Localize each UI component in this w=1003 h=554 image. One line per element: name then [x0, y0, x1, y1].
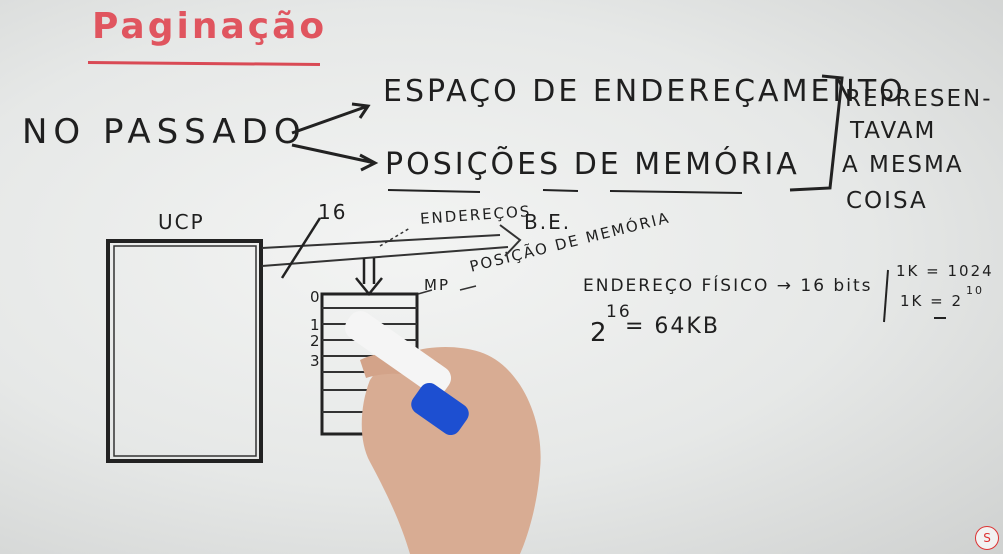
power-result: = 64KB	[625, 314, 720, 339]
text-tavam: TAVAM	[850, 118, 937, 144]
memory-index-2: 2	[310, 332, 322, 350]
power-exponent: 16	[606, 302, 632, 322]
bus-arrowhead	[499, 224, 522, 257]
text-k-base: 1K = 2	[900, 292, 964, 310]
bus-slash	[280, 217, 322, 279]
text-espaco-enderecamento: ESPAÇO DE ENDEREÇAMENTO	[383, 74, 906, 109]
mp-pointer	[417, 285, 477, 295]
text-a-mesma: A MESMA	[842, 152, 964, 178]
underline-memoria	[609, 190, 743, 194]
board-title: Paginação	[92, 6, 328, 47]
label-be: B.E.	[524, 210, 572, 234]
label-mp: MP	[424, 276, 450, 294]
text-represen: REPRESEN-	[845, 86, 993, 112]
divider-vertical	[883, 269, 889, 323]
memory-index-1: 1	[310, 316, 322, 334]
underline-posicoes	[387, 189, 481, 193]
text-posicoes-memoria: POSIÇÕES DE MEMÓRIA	[385, 147, 800, 182]
label-ucp: UCP	[158, 210, 205, 234]
text-k-1024: 1K = 1024	[896, 262, 994, 280]
text-coisa: COISA	[846, 188, 928, 214]
underline-de	[542, 189, 579, 192]
marker-cap-icon	[411, 382, 469, 436]
text-k-exponent: 10	[966, 284, 984, 297]
arrow-upper	[291, 102, 371, 135]
channel-logo-icon: S	[975, 526, 999, 550]
text-endereco-fisico: ENDEREÇO FÍSICO → 16 bits	[583, 276, 873, 296]
label-bus-width-16: 16	[318, 200, 348, 224]
hand-icon	[361, 347, 541, 554]
arrow-lower	[291, 143, 379, 172]
ucp-box	[106, 239, 263, 463]
memory-index-3: 3	[310, 352, 322, 370]
memory-index-0: 0	[310, 288, 322, 306]
marker-body-icon	[344, 311, 452, 395]
bracket	[789, 74, 844, 192]
power-base: 2	[590, 318, 609, 348]
text-no-passado: NO PASSADO	[22, 112, 307, 152]
ucp-box-inner	[113, 245, 257, 457]
